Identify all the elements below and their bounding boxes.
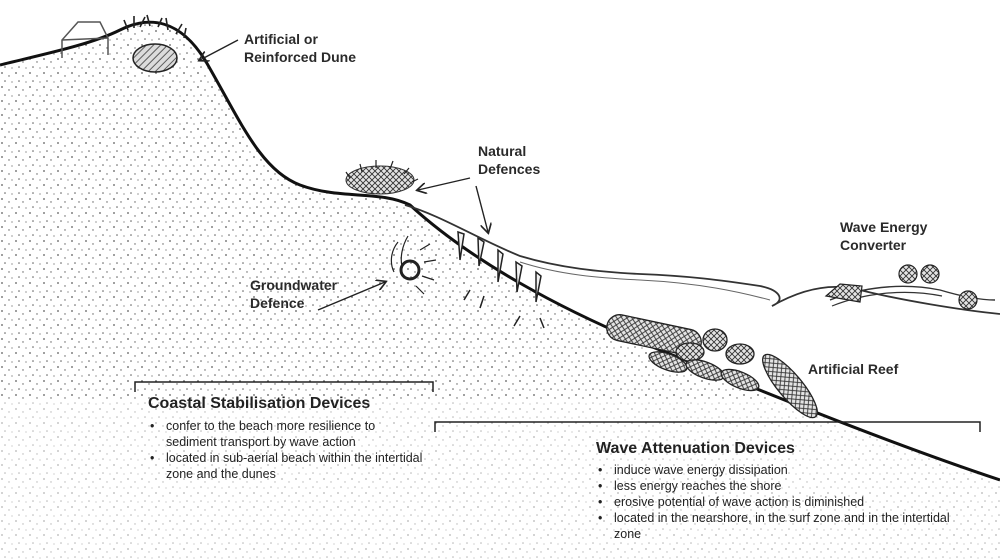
wave-bullet-3: erosive potential of wave action is dimi… xyxy=(596,494,956,510)
natural-defences-label: Natural Defences xyxy=(478,142,540,178)
coastal-bullet-1: confer to the beach more resilience to s… xyxy=(148,418,428,450)
wave-bullet-2: less energy reaches the shore xyxy=(596,478,956,494)
wave-bullet-4: located in the nearshore, in the surf zo… xyxy=(596,510,956,542)
wave-energy-converter-label-line1: Wave Energy xyxy=(840,218,927,236)
wave-energy-converter-icon xyxy=(826,265,995,309)
wave-title: Wave Attenuation Devices xyxy=(596,440,795,458)
wave-energy-converter-label: Wave Energy Converter xyxy=(840,218,927,254)
dune-core xyxy=(133,44,177,72)
coastal-bullet-list: confer to the beach more resilience to s… xyxy=(148,418,428,482)
groundwater-defence-label-line2: Defence xyxy=(250,294,337,312)
artificial-reef-label: Artificial Reef xyxy=(808,360,898,378)
coastal-title: Coastal Stabilisation Devices xyxy=(148,395,370,413)
wave-energy-converter-label-line2: Converter xyxy=(840,236,927,254)
artificial-dune-label-line1: Artificial or xyxy=(244,30,356,48)
wave-bullet-list: induce wave energy dissipation less ener… xyxy=(596,462,956,542)
artificial-dune-label-line2: Reinforced Dune xyxy=(244,48,356,66)
groundwater-defence-label: Groundwater Defence xyxy=(250,276,337,312)
natural-defences-label-line2: Defences xyxy=(478,160,540,178)
groundwater-defence-label-line1: Groundwater xyxy=(250,276,337,294)
coastal-bullet-2: located in sub-aerial beach within the i… xyxy=(148,450,428,482)
artificial-dune-label: Artificial or Reinforced Dune xyxy=(244,30,356,66)
wave-bullet-1: induce wave energy dissipation xyxy=(596,462,956,478)
shrub-icon xyxy=(346,160,418,194)
natural-defences-label-line1: Natural xyxy=(478,142,540,160)
